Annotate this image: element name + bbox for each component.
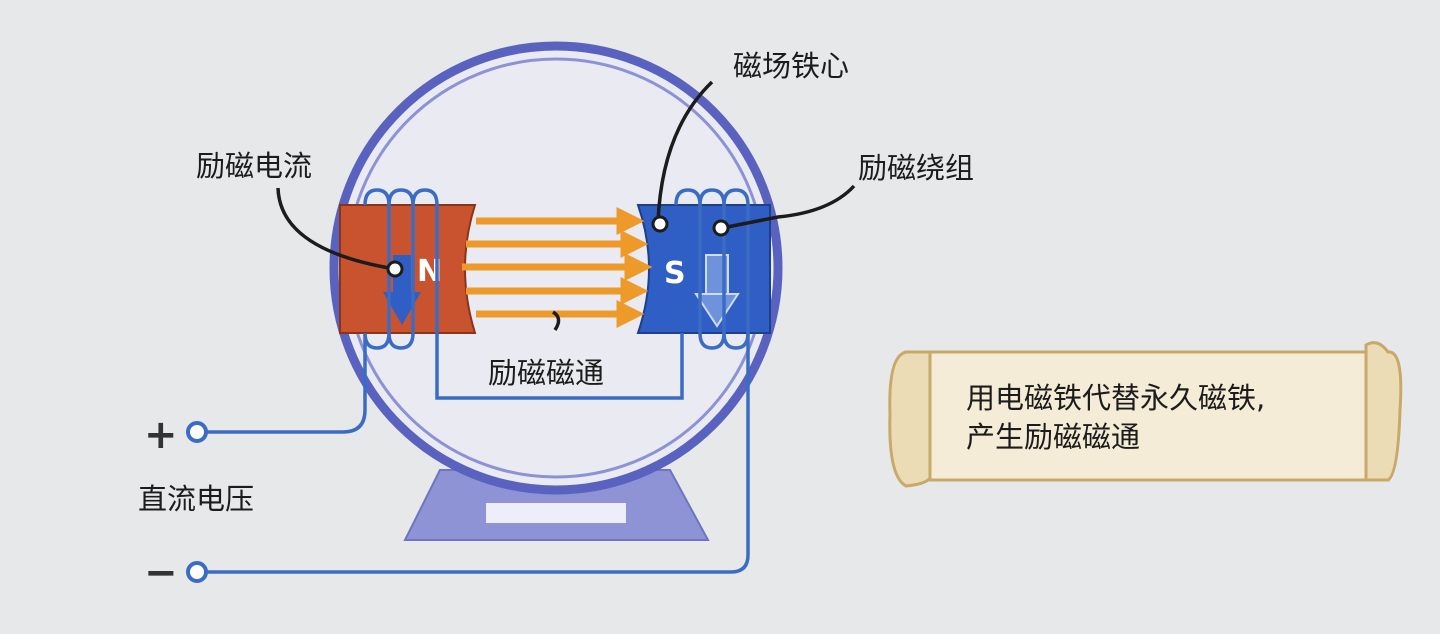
leader-dot-core	[651, 215, 669, 233]
field-winding-label: 励磁绕组	[858, 151, 974, 185]
field-core-label: 磁场铁心	[733, 49, 849, 83]
plus-sign: +	[144, 412, 178, 458]
plus-terminal	[186, 421, 208, 443]
south-winding	[674, 188, 750, 350]
south-label: S	[664, 256, 686, 291]
excitation-flux-label: 励磁磁通	[488, 356, 604, 390]
leader-dot-current	[386, 260, 404, 278]
leader-dot-winding	[712, 219, 730, 237]
note-line-2: 产生励磁磁通	[966, 420, 1140, 454]
minus-terminal	[186, 561, 208, 583]
note-scroll: 用电磁铁代替永久磁铁, 产生励磁磁通	[888, 341, 1403, 488]
circuit-wires	[206, 333, 750, 574]
note-line-1: 用电磁铁代替永久磁铁,	[966, 381, 1265, 415]
minus-sign: −	[144, 550, 178, 596]
motor-stand	[403, 469, 710, 541]
excitation-current-label: 励磁电流	[196, 149, 312, 183]
leader-lines	[276, 80, 856, 331]
north-winding	[363, 188, 439, 350]
dc-voltage-label: 直流电压	[138, 482, 254, 516]
